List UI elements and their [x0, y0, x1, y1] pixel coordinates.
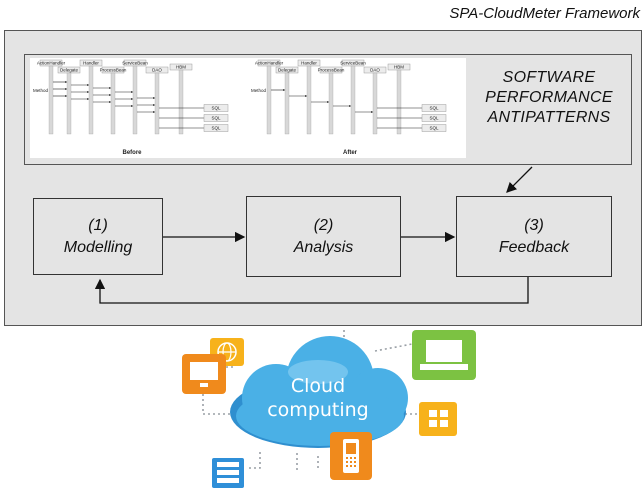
- antipatterns-line-2: PERFORMANCE: [485, 89, 613, 106]
- message-arrowhead: [283, 89, 285, 91]
- antipatterns-line-3: ANTIPATTERNS: [487, 109, 611, 126]
- lifeline-bar: [266, 65, 272, 135]
- antipatterns-line-1: SOFTWARE: [502, 69, 596, 86]
- lifeline-label: Delegate: [60, 68, 79, 73]
- lifeline-label: Handler: [301, 61, 317, 66]
- sql-box: [203, 114, 229, 122]
- monitor-icon: [182, 354, 226, 394]
- method-label: Method: [251, 88, 267, 93]
- sql-label: SQL: [211, 116, 221, 121]
- stage-analysis-box: (2) Analysis: [246, 196, 401, 277]
- message-arrowhead: [65, 95, 67, 97]
- method-label: Method: [33, 88, 49, 93]
- message-arrowhead: [131, 98, 133, 100]
- message-arrowhead: [371, 111, 373, 113]
- sql-box: [203, 104, 229, 112]
- message-arrowhead: [305, 95, 307, 97]
- arrow-feedback-loop: [94, 277, 529, 304]
- message-arrowhead: [109, 87, 111, 89]
- lifeline-label: ActionHandler: [255, 61, 284, 66]
- sql-label: SQL: [429, 106, 439, 111]
- stage-number: (2): [313, 216, 334, 234]
- stage-number: (1): [88, 216, 108, 234]
- diagram-caption: After: [343, 150, 358, 156]
- sequence-diagram-svg: ActionHandlerDelegateHandlerProcessBeanS…: [33, 59, 447, 156]
- stage-feedback-box: (3) Feedback: [456, 196, 612, 277]
- message-arrowhead: [153, 104, 155, 106]
- lifeline-bar: [372, 72, 378, 135]
- lifeline-bar: [66, 72, 72, 135]
- antipatterns-label: SOFTWARE PERFORMANCE ANTIPATTERNS: [466, 68, 632, 128]
- message-arrowhead: [131, 105, 133, 107]
- lifeline-bar: [88, 65, 94, 135]
- lifeline-label: DAO: [152, 68, 162, 73]
- message-arrowhead: [109, 94, 111, 96]
- message-arrowhead: [87, 98, 89, 100]
- stage-label: Modelling: [63, 238, 133, 256]
- message-arrowhead: [87, 91, 89, 93]
- arrow-antipatterns-to-feedback: [506, 166, 533, 193]
- sql-box: [203, 124, 229, 132]
- lifeline-bar: [132, 65, 138, 135]
- lifeline-bar: [178, 69, 184, 135]
- framework-title: SPA-CloudMeter Framework: [449, 5, 640, 22]
- lifeline-label: Delegate: [278, 68, 297, 73]
- lifeline-label: HBM: [176, 65, 186, 70]
- lifeline-bar: [350, 65, 356, 135]
- lifeline-bar: [396, 69, 402, 135]
- lifeline-bar: [328, 72, 334, 135]
- message-arrowhead: [349, 105, 351, 107]
- sql-label: SQL: [211, 106, 221, 111]
- lifeline-label: ActionHandler: [37, 61, 66, 66]
- message-arrowhead: [131, 91, 133, 93]
- sql-box: [421, 114, 447, 122]
- lifeline-bar: [110, 72, 116, 135]
- message-arrowhead: [153, 97, 155, 99]
- sql-box: [421, 104, 447, 112]
- sql-box: [421, 124, 447, 132]
- stage-number: (3): [524, 216, 544, 234]
- lifeline-bar: [306, 65, 312, 135]
- lifeline-bar: [48, 65, 54, 135]
- lifeline-label: Handler: [83, 61, 99, 66]
- stage-modelling-box: (1) Modelling: [33, 198, 163, 275]
- sql-label: SQL: [211, 126, 221, 131]
- sql-label: SQL: [429, 116, 439, 121]
- diagram-caption: Before: [122, 150, 142, 156]
- lifeline-bar: [284, 72, 290, 135]
- laptop-icon: [412, 330, 476, 380]
- message-arrowhead: [65, 88, 67, 90]
- lifeline-label: DAO: [370, 68, 380, 73]
- lifeline-label: ProcessBean: [100, 68, 127, 73]
- lifeline-label: ServiceBean: [122, 61, 148, 66]
- sql-label: SQL: [429, 126, 439, 131]
- lifeline-label: ServiceBean: [340, 61, 366, 66]
- lifeline-label: ProcessBean: [318, 68, 345, 73]
- apps-icon: [419, 402, 457, 436]
- stage-label: Analysis: [293, 238, 354, 256]
- stage-label: Feedback: [498, 238, 570, 256]
- message-arrowhead: [109, 101, 111, 103]
- cloud-label-line2: computing: [267, 399, 369, 421]
- lifeline-label: HBM: [394, 65, 404, 70]
- cloud-label-line1: Cloud: [291, 375, 345, 397]
- message-arrowhead: [327, 101, 329, 103]
- cloud-shape: [230, 336, 408, 448]
- message-arrowhead: [153, 111, 155, 113]
- phone-icon: [330, 432, 372, 480]
- message-arrowhead: [87, 84, 89, 86]
- lifeline-bar: [154, 72, 160, 135]
- message-arrowhead: [65, 81, 67, 83]
- server-icon: [212, 458, 244, 488]
